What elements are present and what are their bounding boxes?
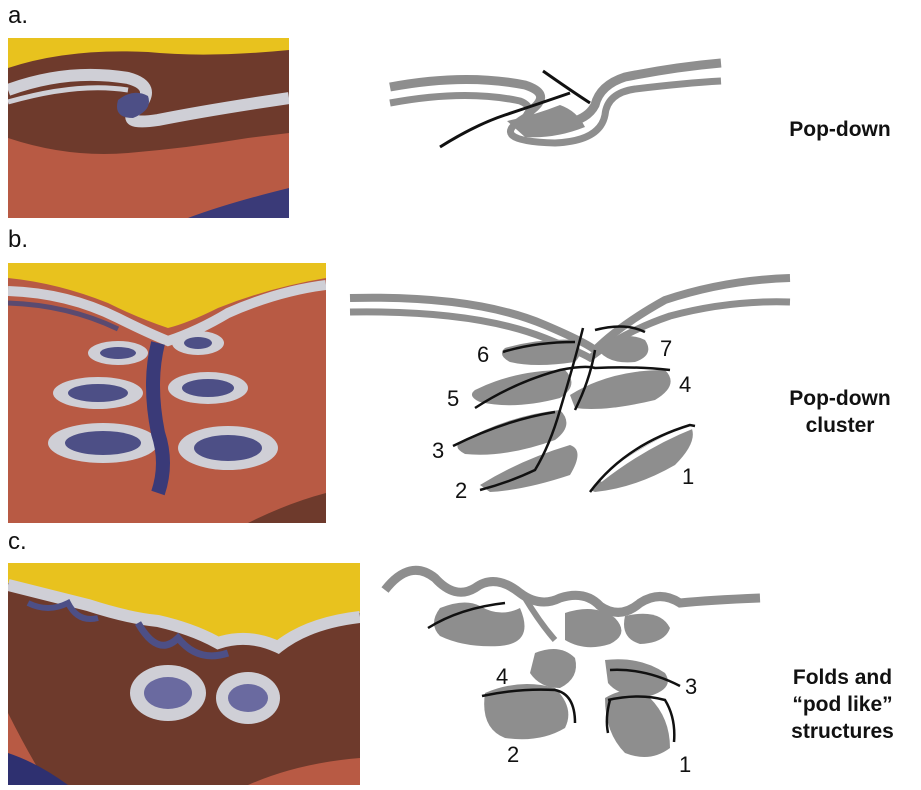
panel-b-label-5: 5 (447, 386, 459, 412)
panel-b-caption: Pop-down cluster (770, 385, 910, 439)
panel-b-photo-image (8, 263, 326, 523)
panel-b-label-6: 6 (477, 342, 489, 368)
panel-a-sketch-drawing (385, 45, 725, 160)
panel-a-caption-line-1: Pop-down (770, 116, 910, 143)
panel-c-label-1: 1 (679, 752, 691, 778)
panel-c-photo-image (8, 563, 360, 785)
panel-b-caption-line-2: cluster (770, 412, 910, 439)
panel-c-photo (8, 563, 360, 785)
panel-a-sketch (385, 45, 725, 160)
panel-a-caption: Pop-down (770, 116, 910, 143)
panel-c-label-3: 3 (685, 674, 697, 700)
panel-b-label-2: 2 (455, 478, 467, 504)
panel-b-caption-line-1: Pop-down (770, 385, 910, 412)
panel-c-caption-line-3: structures (770, 718, 915, 745)
panel-b-sketch-drawing (345, 270, 795, 505)
panel-b-photo (8, 263, 326, 523)
panel-a-photo (8, 38, 289, 218)
panel-b-letter: b. (8, 226, 28, 254)
panel-c-caption: Folds and “pod like” structures (770, 664, 915, 745)
panel-a-letter: a. (8, 2, 28, 30)
panel-a-photo-image (8, 38, 289, 218)
panel-c-sketch (380, 548, 765, 783)
panel-b-label-1: 1 (682, 464, 694, 490)
panel-c-caption-line-2: “pod like” (770, 691, 915, 718)
panel-b-label-3: 3 (432, 438, 444, 464)
panel-c-caption-line-1: Folds and (770, 664, 915, 691)
panel-b-label-7: 7 (660, 336, 672, 362)
panel-c-sketch-drawing (380, 548, 765, 783)
panel-b-label-4: 4 (679, 372, 691, 398)
panel-b-sketch (345, 270, 795, 505)
panel-c-label-2: 2 (507, 742, 519, 768)
panel-c-label-4: 4 (496, 664, 508, 690)
panel-c-letter: c. (8, 528, 27, 556)
